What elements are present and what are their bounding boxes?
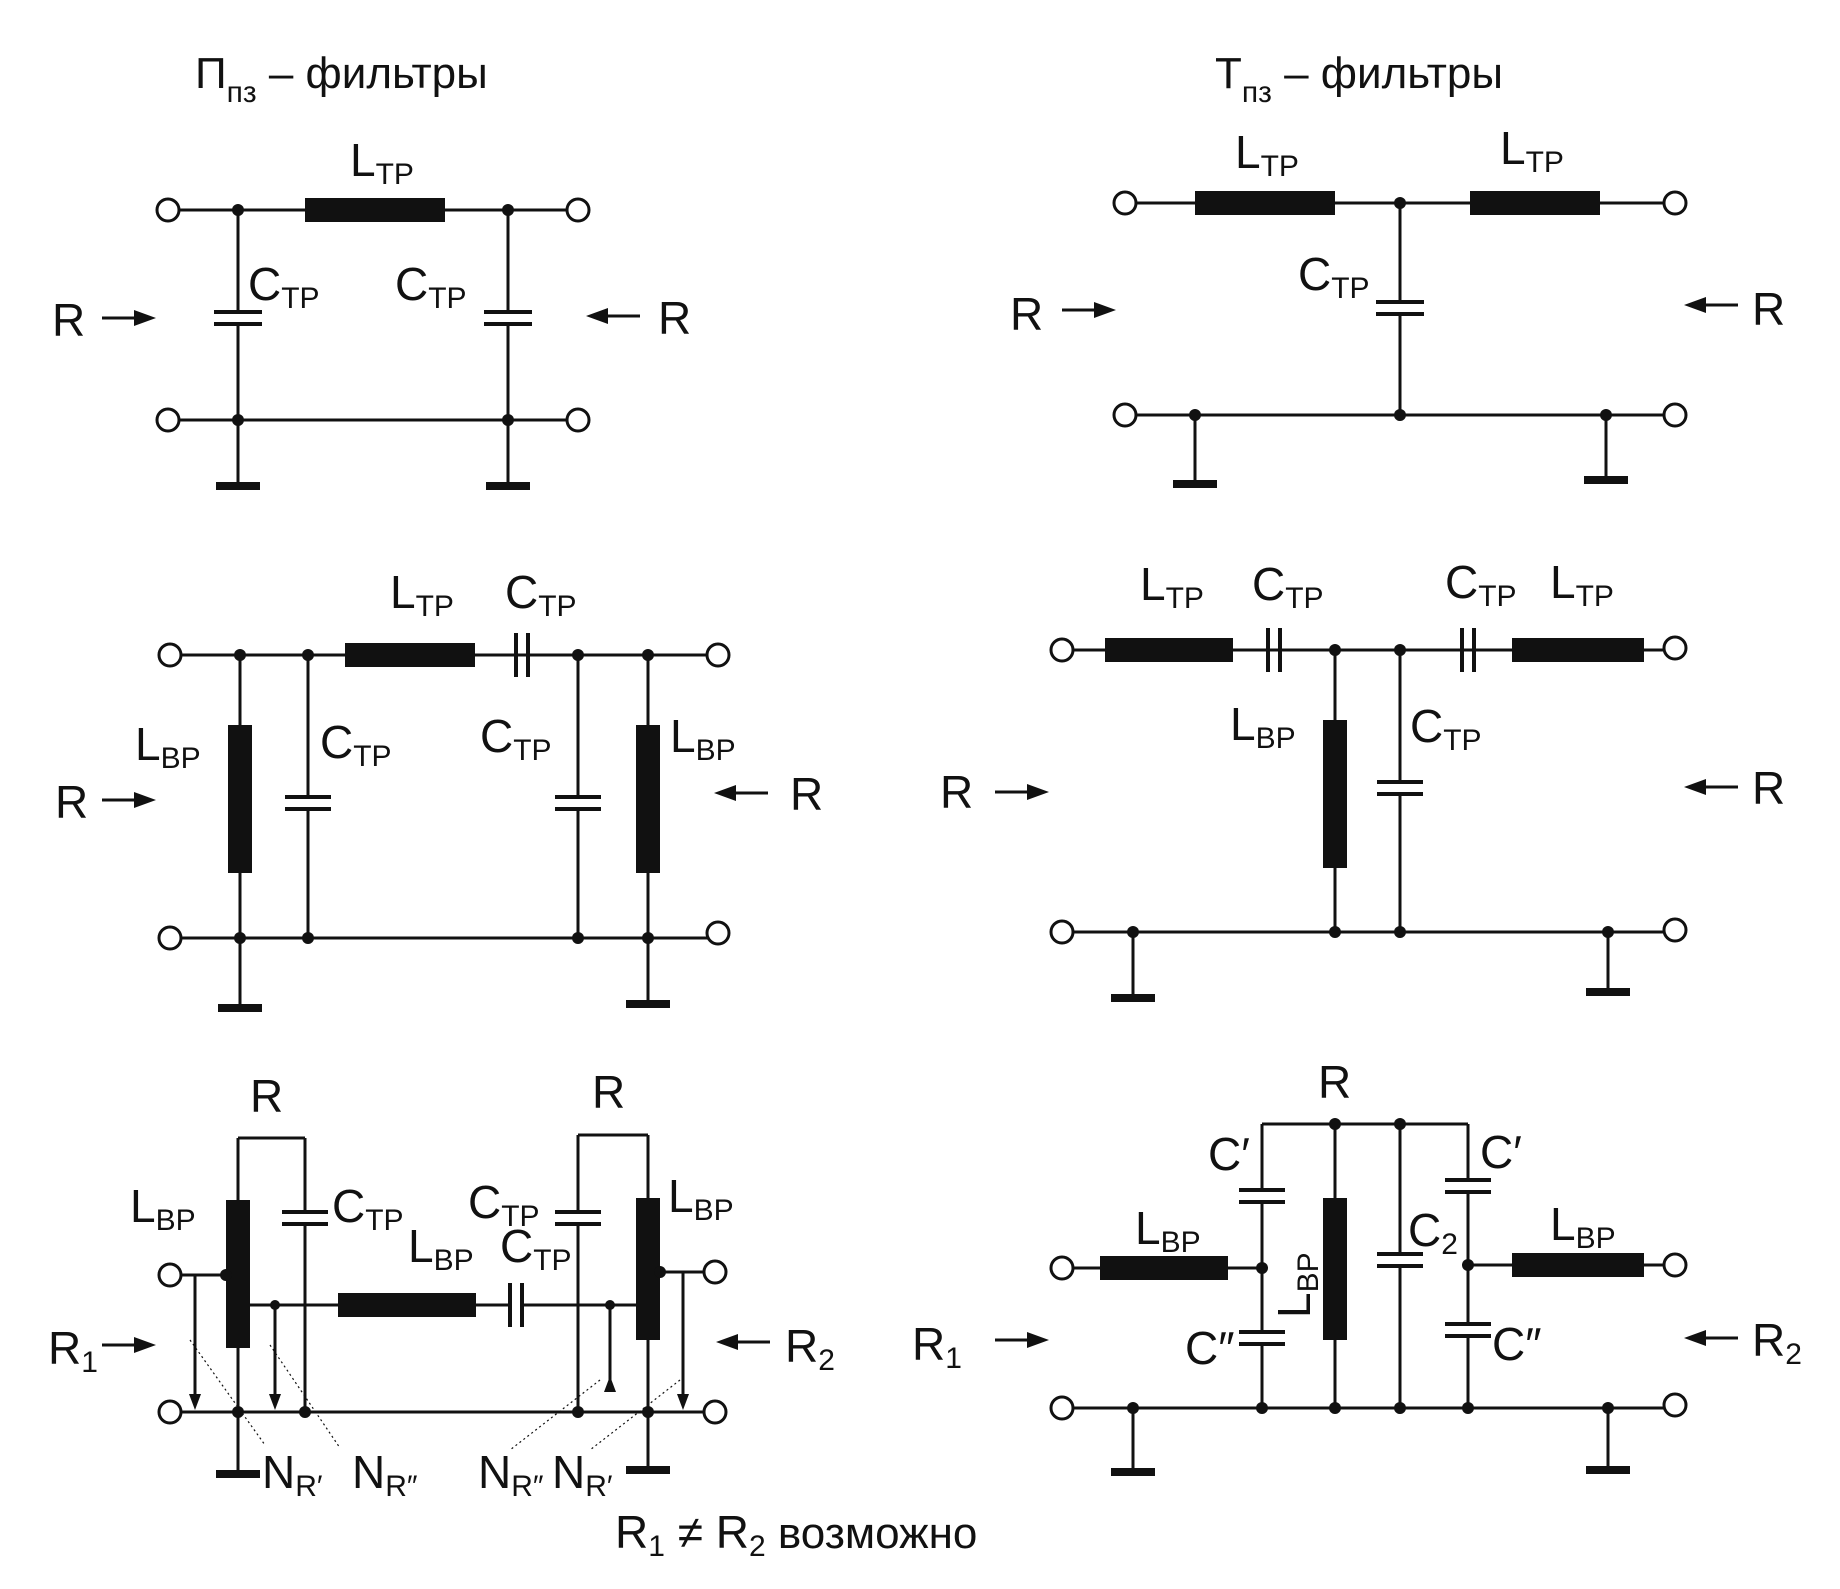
svg-text:R: R	[592, 1066, 625, 1118]
svg-text:C″: C″	[1185, 1322, 1235, 1374]
svg-text:R: R	[1752, 283, 1785, 335]
svg-text:CТР: CТР	[1410, 700, 1482, 757]
t-lowpass-circuit: LТР LТР CТР R R	[1010, 122, 1785, 488]
svg-text:R: R	[52, 294, 85, 346]
svg-text:CТР: CТР	[468, 1176, 540, 1233]
pi-bandpass-tapped-circuit: R R LВР CТР CТР LВР LВР CТР R1 R2 NR′ NR…	[48, 1066, 835, 1503]
svg-text:CТР: CТР	[1252, 558, 1324, 615]
svg-text:CТР: CТР	[248, 258, 320, 315]
svg-text:LВР: LВР	[135, 718, 201, 775]
svg-text:LВР: LВР	[130, 1180, 196, 1237]
svg-text:C2: C2	[1408, 1204, 1458, 1261]
svg-text:R2: R2	[1752, 1314, 1802, 1371]
svg-text:NR″: NR″	[478, 1446, 544, 1503]
svg-text:R: R	[790, 768, 823, 820]
svg-text:R: R	[1318, 1056, 1351, 1108]
svg-text:LВР: LВР	[668, 1170, 734, 1227]
svg-text:CТР: CТР	[332, 1180, 404, 1237]
t-bandpass-circuit: LТР CТР CТР LТР LВР CТР R R	[940, 556, 1785, 1002]
t-bandpass-divider-circuit: R C′ C′ LВР LВР C2 LВР C″ C″ R1 R2	[912, 1056, 1802, 1476]
svg-text:LТР: LТР	[1550, 556, 1614, 613]
svg-text:LВР: LВР	[1135, 1202, 1201, 1259]
svg-text:NR′: NR′	[552, 1446, 613, 1503]
svg-text:CТР: CТР	[1298, 248, 1370, 305]
svg-text:LВР: LВР	[1550, 1198, 1616, 1255]
svg-text:CТР: CТР	[505, 566, 577, 623]
svg-text:R: R	[1010, 288, 1043, 340]
pi-lowpass-circuit: LТР CТР CТР R R	[52, 134, 691, 490]
footer-note: R1 ≠ R2 возможно	[615, 1506, 977, 1563]
pi-filters-title: Ппз – фильтры	[195, 49, 488, 109]
svg-text:LТР: LТР	[350, 134, 414, 191]
svg-text:LВР: LВР	[408, 1220, 474, 1277]
svg-text:LТР: LТР	[390, 566, 454, 623]
svg-text:R: R	[55, 776, 88, 828]
svg-text:NR″: NR″	[352, 1446, 418, 1503]
svg-text:LВР: LВР	[670, 710, 736, 767]
svg-text:NR′: NR′	[262, 1446, 323, 1503]
svg-text:CТР: CТР	[480, 710, 552, 767]
svg-text:LТР: LТР	[1500, 122, 1564, 179]
svg-text:C′: C′	[1480, 1126, 1522, 1178]
svg-text:R1: R1	[912, 1318, 962, 1375]
svg-text:R: R	[940, 766, 973, 818]
t-filters-title: Тпз – фильтры	[1215, 49, 1503, 109]
svg-text:C′: C′	[1208, 1128, 1250, 1180]
svg-text:LТР: LТР	[1140, 558, 1204, 615]
svg-text:CТР: CТР	[1445, 556, 1517, 613]
svg-text:LВР: LВР	[1230, 698, 1296, 755]
svg-text:R2: R2	[785, 1320, 835, 1377]
svg-text:CТР: CТР	[500, 1220, 572, 1277]
svg-text:CТР: CТР	[320, 716, 392, 773]
svg-text:R: R	[250, 1070, 283, 1122]
svg-text:R: R	[658, 292, 691, 344]
svg-text:R: R	[1752, 762, 1785, 814]
pi-bandpass-circuit: LТР CТР LВР CТР CТР LВР R R	[55, 566, 823, 1012]
svg-text:LТР: LТР	[1235, 126, 1299, 183]
svg-text:R1: R1	[48, 1322, 98, 1379]
svg-text:C″: C″	[1492, 1318, 1542, 1370]
svg-text:LВР: LВР	[1268, 1252, 1325, 1318]
svg-text:CТР: CТР	[395, 258, 467, 315]
